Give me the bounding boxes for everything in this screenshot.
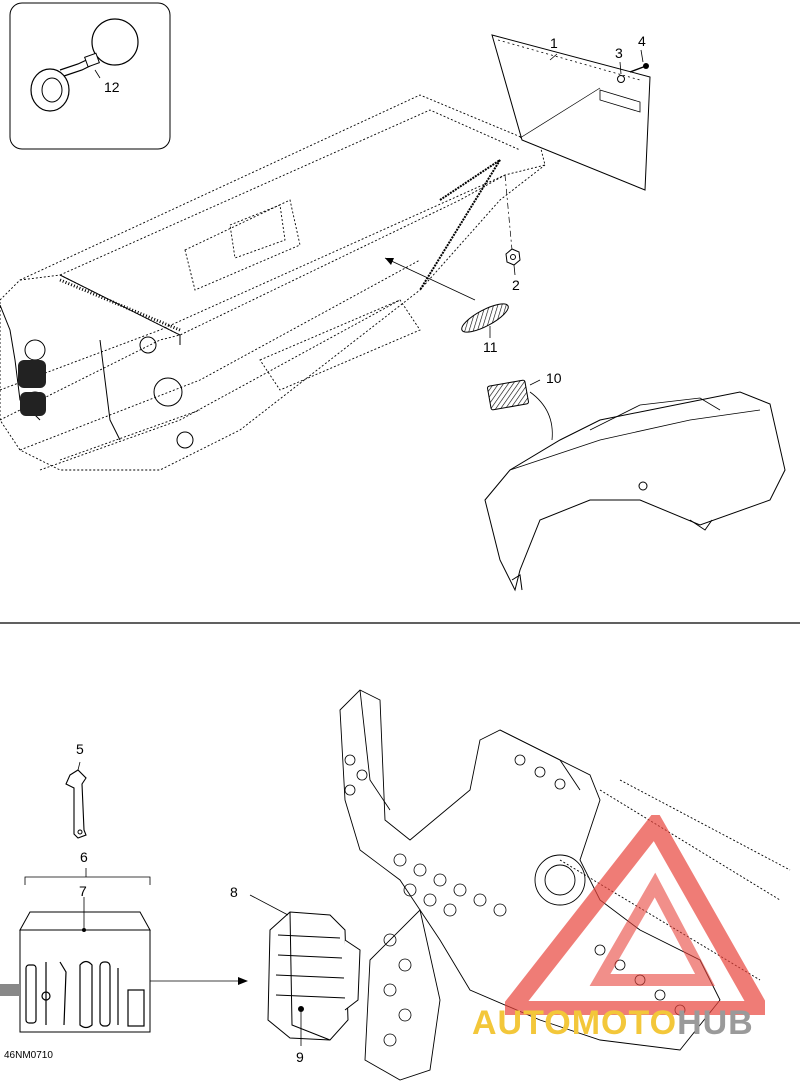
callout-2: 2: [512, 277, 520, 293]
lower-frame-holes: [344, 754, 686, 1047]
callout-11: 11: [483, 339, 498, 355]
inset-horn-box: [9, 2, 171, 150]
tool-kit: [0, 868, 248, 1033]
wrench: [65, 761, 87, 839]
callout-1: 1: [550, 35, 558, 51]
callout-3: 3: [615, 45, 623, 61]
lower-frame: [339, 689, 791, 1081]
callout-10: 10: [546, 370, 562, 386]
watermark-logo-icon: [505, 815, 765, 1015]
callout-9: 9: [296, 1049, 304, 1065]
side-panel: [484, 379, 786, 592]
reflector: [384, 257, 509, 333]
callout-8: 8: [230, 884, 238, 900]
callout-6: 6: [80, 849, 88, 865]
tool-case: [249, 894, 361, 1046]
leader-lines-top: [94, 49, 644, 386]
callout-7: 7: [79, 883, 87, 899]
drawing-code: 46NM0710: [4, 1050, 53, 1061]
snow-flap: [491, 34, 651, 266]
watermark-part2: HUB: [677, 1004, 754, 1042]
watermark-part1: AUTOMOTO: [472, 1004, 678, 1042]
callout-12: 12: [104, 79, 120, 95]
callout-4: 4: [638, 33, 646, 49]
watermark-text: AUTOMOTOHUB: [472, 1004, 754, 1043]
tunnel-frame: [0, 94, 546, 471]
callout-5: 5: [76, 741, 84, 757]
tunnel-dark-accents: [18, 159, 501, 416]
